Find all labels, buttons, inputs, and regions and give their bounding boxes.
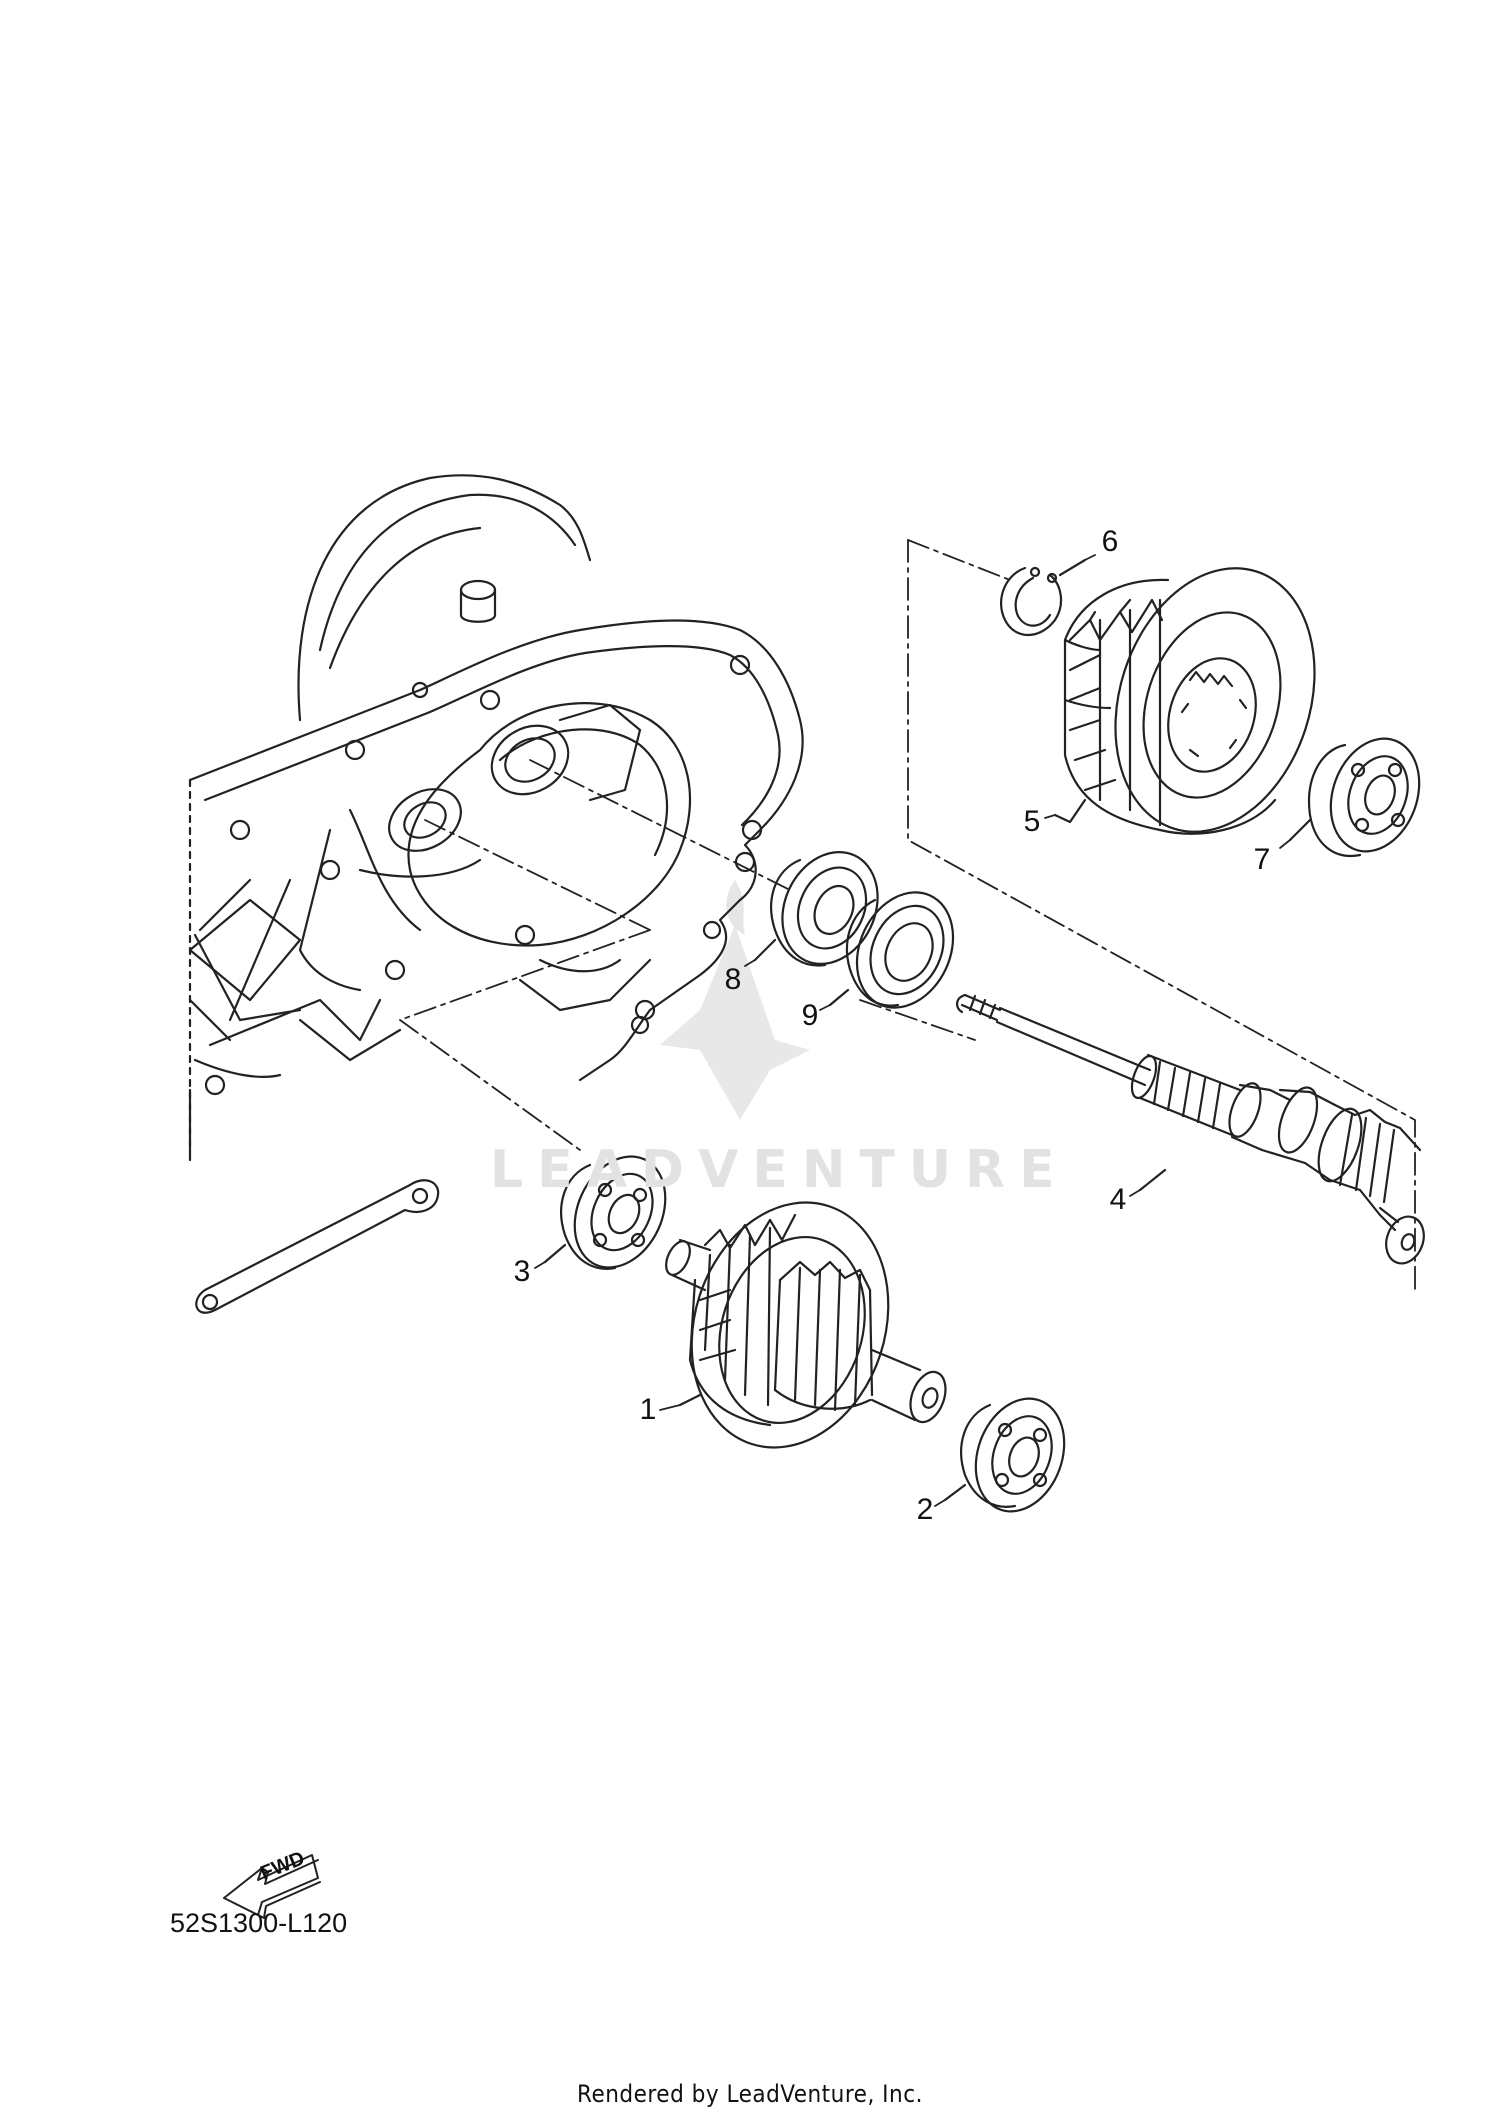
callout-3[interactable]: 3 <box>513 1255 531 1288</box>
crankcase-housing <box>188 474 804 1314</box>
callout-4[interactable]: 4 <box>1109 1183 1127 1216</box>
callout-2[interactable]: 2 <box>916 1493 934 1526</box>
assembly-reference-box <box>907 539 1416 1291</box>
callout-6[interactable]: 6 <box>1101 525 1119 558</box>
leadventure-logo-icon <box>660 880 810 1120</box>
callout-5[interactable]: 5 <box>1023 805 1041 838</box>
callout-leaders <box>534 554 1291 1507</box>
part-5-gear <box>1053 567 1316 835</box>
part-7-bearing <box>1288 737 1421 858</box>
part-2-bearing <box>943 1397 1066 1513</box>
part-8-bearing <box>753 850 879 967</box>
callout-1[interactable]: 1 <box>639 1393 657 1426</box>
part-3-bearing <box>543 1155 667 1270</box>
callout-9[interactable]: 9 <box>801 999 819 1032</box>
callout-8[interactable]: 8 <box>724 963 742 996</box>
part-1-drive-gear <box>665 1201 947 1449</box>
callout-7[interactable]: 7 <box>1253 843 1271 876</box>
part-9-oil-seal <box>828 891 955 1009</box>
rendered-by-footer: Rendered by LeadVenture, Inc. <box>577 2080 923 2108</box>
part-6-circlip <box>1000 558 1087 636</box>
fwd-arrow-icon <box>223 1854 321 1919</box>
diagram-code: 52S1300-L120 <box>170 1908 348 1938</box>
alignment-lines <box>399 759 976 1151</box>
watermark-text: LEADVENTURE <box>490 1140 1069 1200</box>
part-4-shaft <box>956 993 1425 1265</box>
